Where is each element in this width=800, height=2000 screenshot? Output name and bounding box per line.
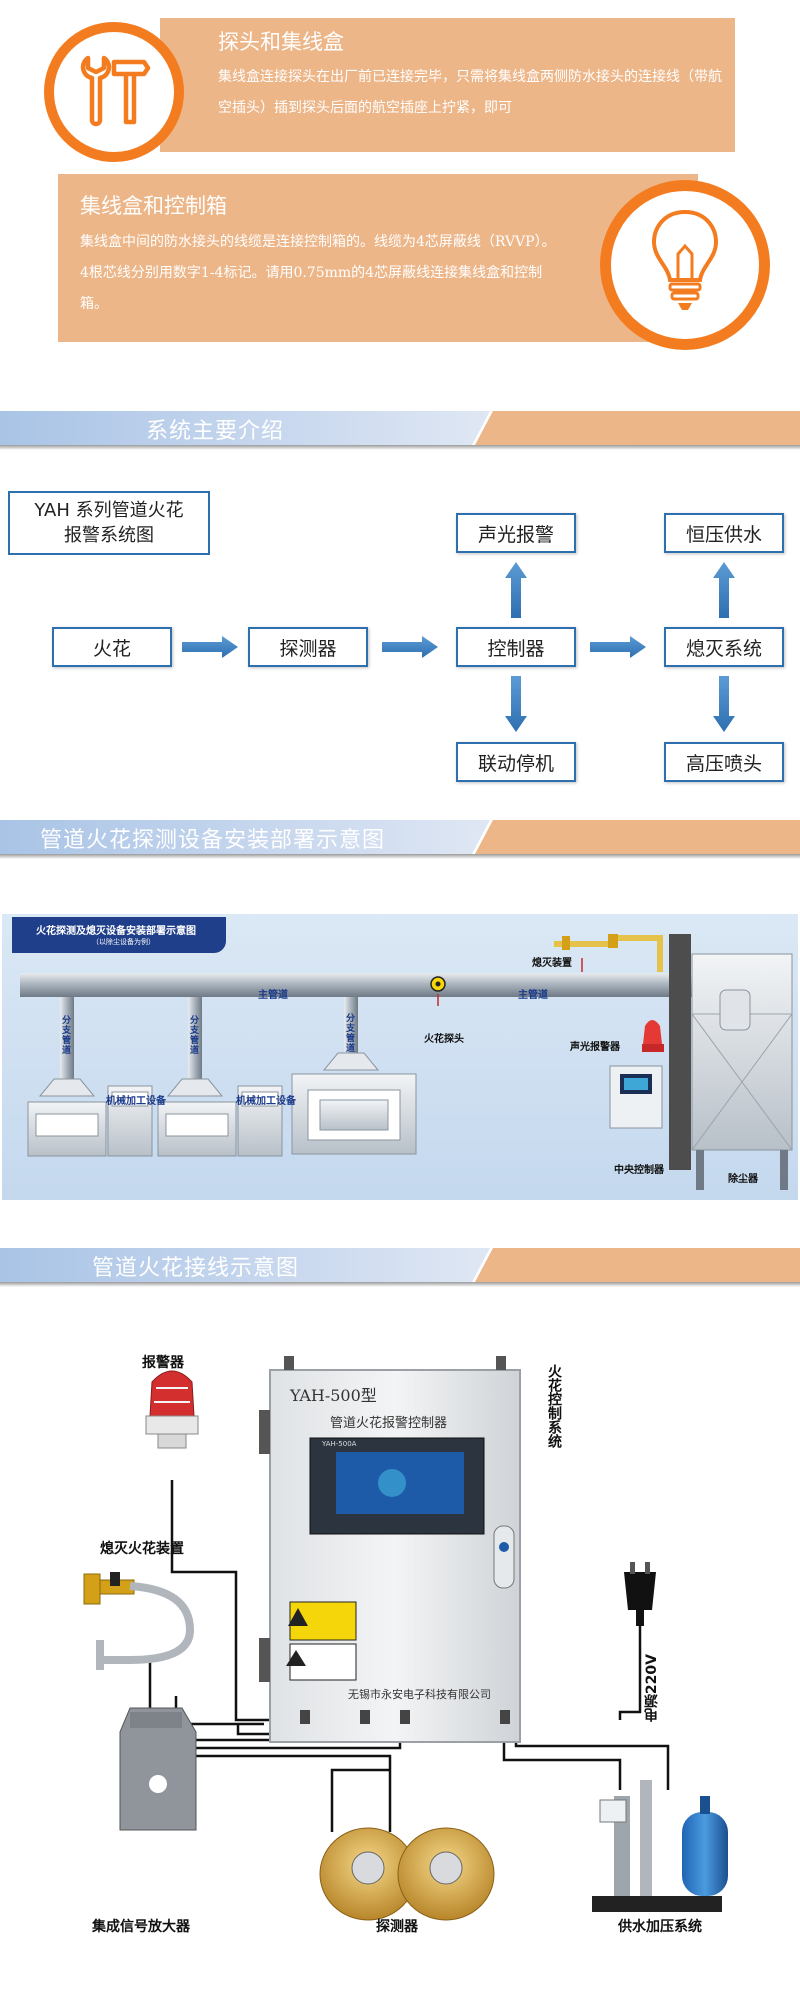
arrow-down-linkage <box>505 676 527 732</box>
wiring-fire-control-label: 火花控制系统 <box>546 1364 562 1448</box>
branch-pipe-label-2: 分支管道 <box>190 1016 200 1056</box>
arrow-right-2 <box>382 636 438 658</box>
branch-pipe-1 <box>60 997 74 1079</box>
section-banner-intro: 系统主要介绍 <box>0 411 800 450</box>
wiring-extinguish-label: 熄灭火花装置 <box>100 1541 184 1557</box>
dust-remover-icon <box>691 953 793 1151</box>
branch-pipe-3 <box>344 997 358 1053</box>
info-text-controller: 集线盒中间的防水接头的线缆是连接控制箱的。线缆为4芯屏蔽线（RVVP）。4根芯线… <box>80 234 556 312</box>
arrow-right-3 <box>590 636 646 658</box>
cabinet-name: 管道火花报警控制器 <box>330 1416 448 1431</box>
section-title-install: 管道火花探测设备安装部署示意图 <box>40 828 386 853</box>
machine-label-2: 机械加工设备 <box>236 1096 296 1107</box>
flow-node-extinguish: 熄灭系统 <box>664 627 784 667</box>
info-text-probe: 集线盒连接探头在出厂前已连接完毕，只需将集线盒两侧防水接头的连接线（带航空插头）… <box>218 69 722 116</box>
tools-icon-ring <box>44 22 184 162</box>
screen-model: YAH-500A <box>322 1440 357 1448</box>
branch-pipe-label-1: 分支管道 <box>62 1016 72 1056</box>
flow-node-alarm: 声光报警 <box>456 513 576 553</box>
wiring-power-label: 电源220V <box>644 1654 660 1723</box>
extinguish-device-label: 熄灭装置 <box>532 958 572 969</box>
flowchart-legend: YAH 系列管道火花 报警系统图 <box>8 491 210 555</box>
signal-amplifier-icon <box>119 1707 197 1831</box>
spark-probe-label: 火花探头 <box>424 1034 464 1045</box>
arrow-down-nozzle <box>713 676 735 732</box>
power-plug-icon <box>624 1562 656 1626</box>
info-box-probe <box>160 18 735 152</box>
install-diagram: 火花探测及熄灭设备安装部署示意图 （以除尘设备为例） <box>2 914 798 1200</box>
lightbulb-icon <box>651 209 719 310</box>
dust-remover-label: 除尘器 <box>728 1174 758 1185</box>
flow-node-spark: 火花 <box>52 627 172 667</box>
wiring-water-label: 供水加压系统 <box>618 1919 702 1935</box>
install-title: 火花探测及熄灭设备安装部署示意图 <box>36 926 196 937</box>
central-controller-label: 中央控制器 <box>614 1165 664 1176</box>
flow-node-nozzle: 高压喷头 <box>664 742 784 782</box>
install-illustration <box>20 934 793 1190</box>
info-title-probe: 探头和集线盒 <box>218 30 344 54</box>
tools-icon <box>80 55 151 127</box>
flow-node-controller: 控制器 <box>456 627 576 667</box>
info-title-controller: 集线盒和控制箱 <box>80 194 227 218</box>
flow-node-constant-water: 恒压供水 <box>664 513 784 553</box>
control-cabinet <box>259 1356 521 1743</box>
section-banner-wiring: 管道火花接线示意图 <box>0 1248 800 1287</box>
section-banner-install: 管道火花探测设备安装部署示意图 <box>0 820 800 859</box>
branch-pipe-2 <box>188 997 202 1079</box>
install-subtitle: （以除尘设备为例） <box>92 938 155 946</box>
legend-line-2: 报警系统图 <box>64 525 154 546</box>
arrow-right-1 <box>182 636 238 658</box>
wiring-extinguish-icon <box>83 1572 195 1670</box>
cabinet-company: 无锡市永安电子科技有限公司 <box>348 1688 491 1701</box>
legend-line-1: YAH 系列管道火花 <box>34 500 184 521</box>
alarm-icon <box>643 1020 662 1044</box>
branch-pipe-label-3: 分支管道 <box>346 1014 356 1054</box>
wiring-amplifier-label: 集成信号放大器 <box>92 1919 190 1935</box>
wiring-alarm-label: 报警器 <box>142 1355 184 1371</box>
install-title-tag: 火花探测及熄灭设备安装部署示意图 （以除尘设备为例） <box>12 917 226 953</box>
arrow-up-water <box>713 562 735 618</box>
section-title-intro: 系统主要介绍 <box>146 419 285 444</box>
main-pipe-label-2: 主管道 <box>518 990 548 1001</box>
flow-node-linkage: 联动停机 <box>456 742 576 782</box>
machine-label-1: 机械加工设备 <box>106 1096 166 1107</box>
arrow-up-alarm <box>505 562 527 618</box>
main-pipe <box>20 973 700 997</box>
wiring-detector-label: 探测器 <box>376 1919 418 1935</box>
cabinet-model: YAH-500型 <box>290 1386 377 1405</box>
flowchart-arrows <box>182 562 735 732</box>
flow-node-detector: 探测器 <box>248 627 368 667</box>
section-title-wiring: 管道火花接线示意图 <box>92 1256 300 1281</box>
alarm-label: 声光报警器 <box>570 1042 620 1053</box>
detector-icon-2 <box>397 1827 495 1921</box>
main-pipe-label-1: 主管道 <box>258 990 288 1001</box>
water-pump-icon <box>592 1780 728 1912</box>
info-box-controller <box>58 174 698 342</box>
lightbulb-icon-ring <box>600 180 770 350</box>
wiring-alarm-icon <box>145 1370 199 1449</box>
wiring-illustration <box>83 1356 728 1921</box>
